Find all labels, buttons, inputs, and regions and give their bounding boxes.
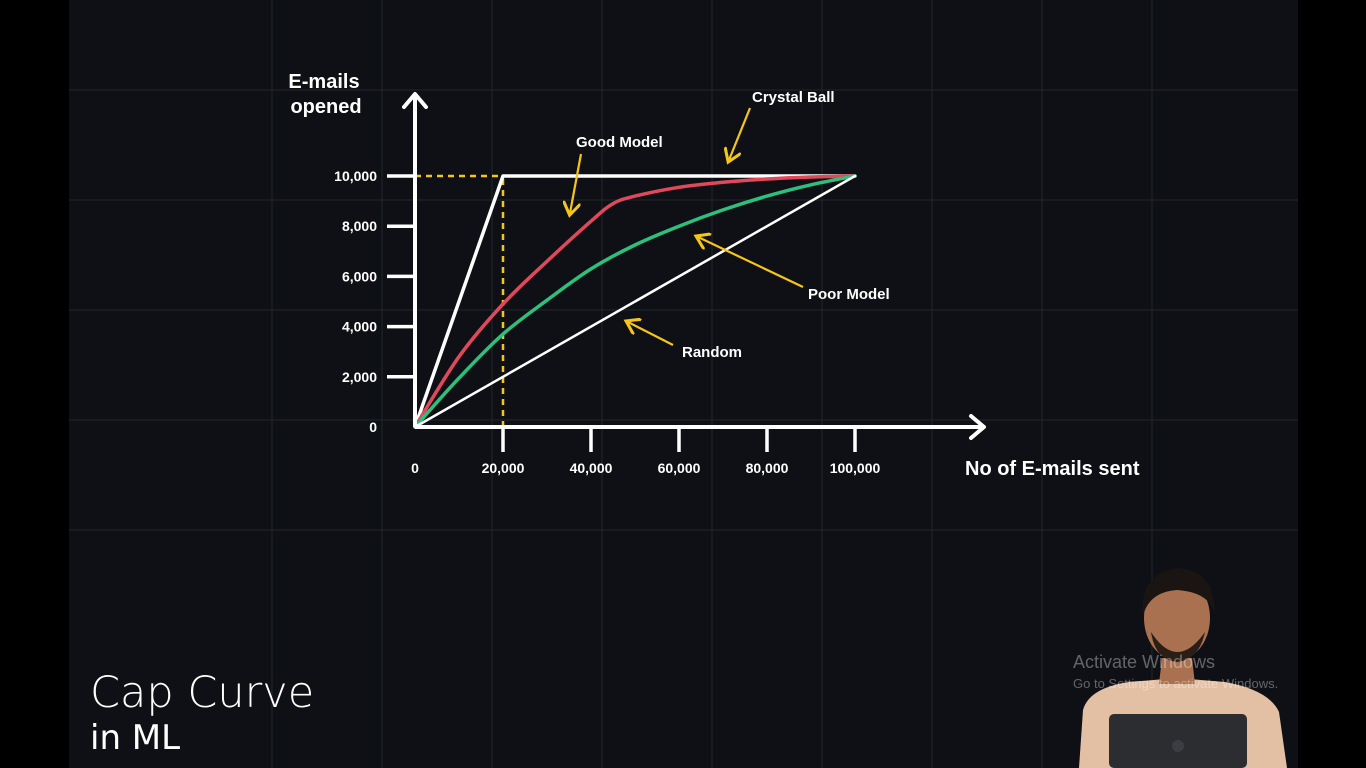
series-line-good-model: [413, 174, 857, 429]
series-line-poor-model: [413, 174, 857, 429]
presenter-neck: [1159, 658, 1195, 684]
presenter-beard: [1151, 632, 1205, 662]
activate-windows-watermark: Activate Windows Go to Settings to activ…: [1073, 652, 1278, 691]
x-axis-title: No of E-mails sent: [965, 458, 1140, 480]
arrow-crystal-ball: [729, 107, 752, 160]
laptop-logo-icon: [1172, 740, 1184, 752]
presenter-head: [1144, 576, 1210, 660]
series-line-random: [413, 174, 857, 429]
y-axis-arrowhead: [402, 92, 428, 109]
y-axis-title-line1: E-mails: [288, 71, 359, 93]
x-tick-label: 60,000: [658, 460, 701, 476]
caption-subtitle: in ML: [90, 718, 181, 758]
watermark-line1: Activate Windows: [1073, 652, 1216, 672]
slide-caption: Cap Curve in ML: [90, 668, 314, 758]
annotation-good-model: Good Model: [576, 134, 663, 151]
arrow-random: [628, 322, 674, 346]
y-axis-title-line2: opened: [290, 96, 361, 118]
watermark-line2: Go to Settings to activate Windows.: [1073, 676, 1279, 691]
y-tick-label: 8,000: [342, 218, 377, 234]
x-tick-label: 0: [411, 460, 419, 476]
y-tick-label: 2,000: [342, 369, 377, 385]
caption-title: Cap Curve: [90, 668, 315, 718]
x-tick-label: 100,000: [830, 460, 881, 476]
annotation-crystal-ball: Crystal Ball: [752, 89, 835, 106]
y-axis-ticks: 0 2,000 4,000 6,000 8,000 10,000: [334, 168, 415, 435]
x-axis-arrowhead: [969, 414, 986, 440]
y-tick-label: 10,000: [334, 168, 377, 184]
y-tick-label: 0: [369, 419, 377, 435]
y-tick-label: 6,000: [342, 268, 377, 284]
annotation-random: Random: [682, 344, 742, 361]
series-lines: [413, 174, 857, 429]
arrow-good-model: [570, 153, 583, 213]
annotation-poor-model: Poor Model: [808, 286, 890, 303]
x-axis-ticks: 0 20,000 40,000 60,000 80,000 100,000: [411, 427, 881, 476]
series-line-crystal-ball: [413, 174, 857, 429]
video-frame: 0 20,000 40,000 60,000 80,000 100,000 0 2,000 4…: [69, 0, 1298, 768]
x-tick-label: 20,000: [482, 460, 525, 476]
x-tick-label: 80,000: [746, 460, 789, 476]
axes: 0 20,000 40,000 60,000 80,000 100,000 0 2,000 4…: [288, 71, 1139, 480]
arrow-poor-model: [698, 237, 804, 288]
presenter-hair: [1142, 568, 1215, 616]
y-tick-label: 4,000: [342, 319, 377, 335]
x-tick-label: 40,000: [570, 460, 613, 476]
annotations: Crystal Ball Good Model Poor Model Rando…: [570, 89, 890, 361]
presenter-video-overlay: [1079, 568, 1287, 768]
